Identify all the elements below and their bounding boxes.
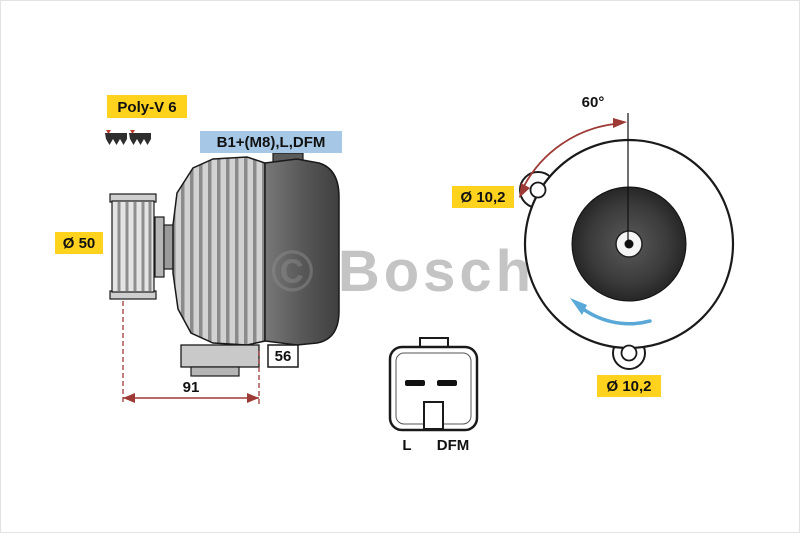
belt-profile-icon bbox=[105, 133, 127, 145]
dim-56-value: 56 bbox=[275, 348, 292, 365]
belt-type-text: Poly-V 6 bbox=[117, 99, 176, 116]
arc-arrow-top bbox=[613, 118, 627, 128]
connector-pin-left bbox=[405, 380, 425, 386]
dimension-56: 56 bbox=[267, 344, 299, 368]
connector-pin-right bbox=[437, 380, 457, 386]
connector-bottom-slot bbox=[423, 401, 444, 430]
angle-arc-60: 60° bbox=[519, 94, 627, 198]
alternator-rear-view: 60° Ø 10,2 Ø 10,2 bbox=[452, 94, 735, 397]
dim-arrow-left bbox=[123, 393, 135, 403]
shaft-center-dot bbox=[624, 239, 634, 249]
alternator-side-view: 91 56 Poly-V 6 B1+(M8),L,DFM Ø 50 bbox=[55, 95, 342, 405]
dim-91-value: 91 bbox=[183, 379, 200, 396]
connector-label-dfm: DFM bbox=[437, 437, 470, 454]
pulley-ribs bbox=[117, 202, 152, 291]
rear-housing bbox=[264, 158, 340, 346]
rotation-arrow bbox=[570, 298, 652, 326]
hole-diameter-label-bottom: Ø 10,2 bbox=[597, 375, 661, 397]
belt-profile-icon bbox=[129, 133, 151, 145]
shaft-spacer bbox=[154, 216, 175, 278]
belt-icon-red-mark bbox=[130, 130, 135, 134]
dim-arrow-right bbox=[247, 393, 259, 403]
terminal-text: B1+(M8),L,DFM bbox=[217, 134, 326, 151]
pulley-diameter-text: Ø 50 bbox=[63, 235, 96, 252]
connector-label-l: L bbox=[402, 437, 411, 454]
dimension-91: 91 bbox=[122, 301, 260, 405]
mount-hole-top-left bbox=[529, 181, 547, 199]
pulley-diameter-label: Ø 50 bbox=[55, 232, 103, 254]
connector-view: L DFM bbox=[388, 337, 479, 454]
front-housing-fins bbox=[172, 156, 266, 346]
belt-icon-red-mark bbox=[106, 130, 111, 134]
pulley bbox=[109, 193, 157, 300]
angle-value-text: 60° bbox=[582, 94, 605, 111]
mount-hole-bottom bbox=[620, 344, 638, 362]
mounting-foot bbox=[180, 344, 260, 377]
belt-type-label: Poly-V 6 bbox=[107, 95, 187, 118]
belt-profile-icons bbox=[105, 130, 151, 145]
hole-diameter-label-top: Ø 10,2 bbox=[452, 186, 514, 208]
hole-diameter-top-text: Ø 10,2 bbox=[460, 189, 505, 206]
arc-arrow-bottom bbox=[519, 183, 530, 198]
hole-diameter-bottom-text: Ø 10,2 bbox=[606, 378, 651, 395]
rotation-arrow-head bbox=[570, 298, 587, 315]
bosch-watermark: © Bosch bbox=[271, 239, 535, 304]
terminal-label: B1+(M8),L,DFM bbox=[200, 131, 342, 153]
